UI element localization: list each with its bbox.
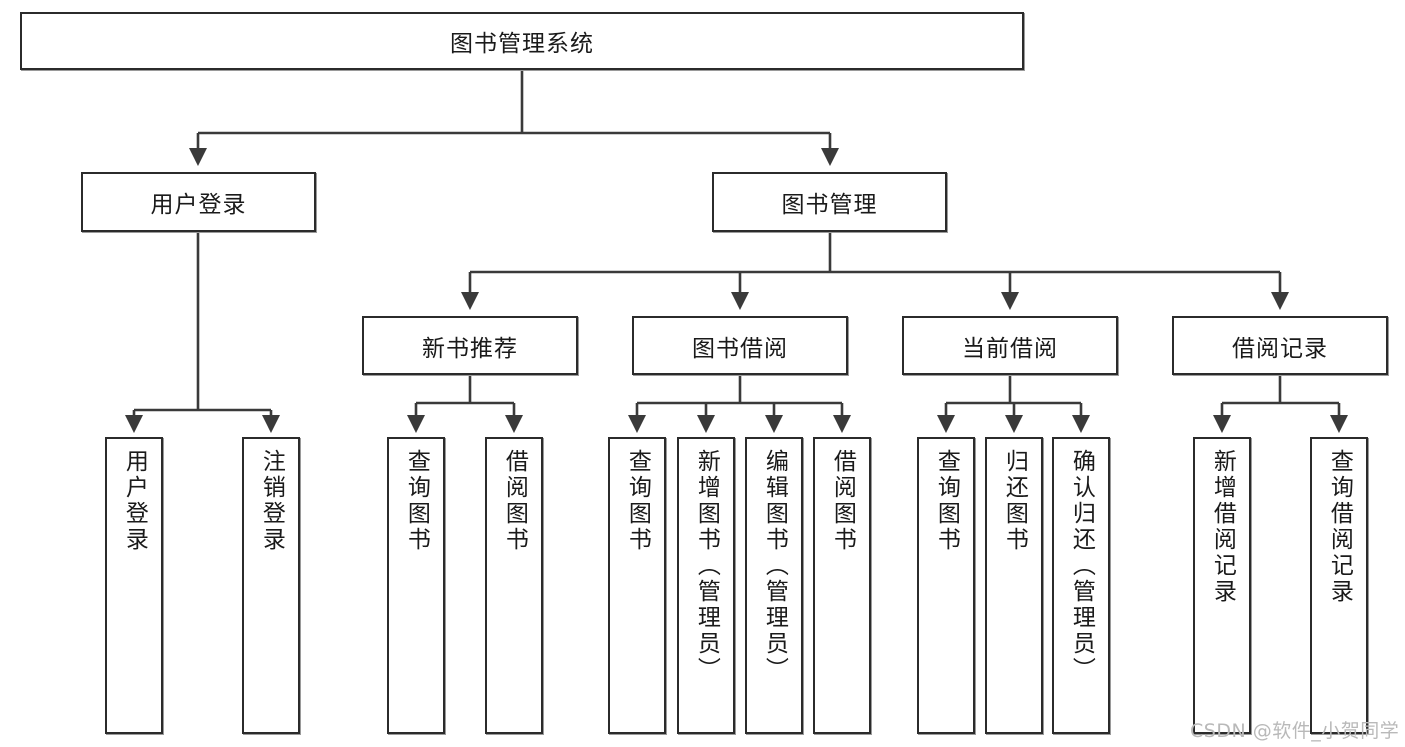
node-user-login-label: 用户登录 (150, 192, 247, 218)
node-book-borrow[interactable]: 图书借阅 (632, 316, 848, 375)
leaf-current-return-book[interactable]: 归还图书 (985, 437, 1043, 734)
node-new-book-recommend-label: 新书推荐 (422, 335, 518, 362)
node-current-borrow-label: 当前借阅 (962, 335, 1058, 362)
node-borrow-record[interactable]: 借阅记录 (1172, 316, 1388, 375)
leaf-current-query-book[interactable]: 查询图书 (917, 437, 975, 734)
node-current-borrow[interactable]: 当前借阅 (902, 316, 1118, 375)
node-book-borrow-label: 图书借阅 (692, 335, 788, 362)
leaf-borrow-query-book[interactable]: 查询图书 (608, 437, 666, 734)
leaf-borrow-add-book[interactable]: 新增图书（管理员） (677, 437, 735, 734)
leaf-record-query-record-label: 查询借阅记录 (1326, 449, 1353, 605)
leaf-recommend-query-book[interactable]: 查询图书 (387, 437, 445, 734)
leaf-current-confirm-return[interactable]: 确认归还（管理员） (1052, 437, 1110, 734)
leaf-borrow-query-book-label: 查询图书 (624, 449, 651, 553)
leaf-borrow-add-book-label: 新增图书（管理员） (693, 449, 720, 683)
node-book-management-label: 图书管理 (781, 192, 878, 218)
leaf-user-login-login[interactable]: 用户登录 (105, 437, 163, 734)
leaf-borrow-edit-book-label: 编辑图书（管理员） (761, 449, 788, 683)
leaf-user-login-logout-label: 注销登录 (258, 449, 285, 553)
leaf-user-login-login-label: 用户登录 (121, 449, 148, 553)
node-book-management[interactable]: 图书管理 (712, 172, 947, 232)
leaf-borrow-borrow-book[interactable]: 借阅图书 (813, 437, 871, 734)
node-user-login[interactable]: 用户登录 (81, 172, 316, 232)
leaf-current-return-book-label: 归还图书 (1001, 449, 1028, 553)
leaf-record-add-record-label: 新增借阅记录 (1209, 449, 1236, 605)
csdn-watermark: CSDN @软件_小贺同学 (1190, 720, 1400, 742)
leaf-borrow-edit-book[interactable]: 编辑图书（管理员） (745, 437, 803, 734)
leaf-user-login-logout[interactable]: 注销登录 (242, 437, 300, 734)
leaf-borrow-borrow-book-label: 借阅图书 (829, 449, 856, 553)
node-new-book-recommend[interactable]: 新书推荐 (362, 316, 578, 375)
leaf-recommend-borrow-book-label: 借阅图书 (501, 449, 528, 553)
node-root[interactable]: 图书管理系统 (20, 12, 1024, 70)
leaf-current-query-book-label: 查询图书 (933, 449, 960, 553)
leaf-record-query-record[interactable]: 查询借阅记录 (1310, 437, 1368, 734)
leaf-recommend-query-book-label: 查询图书 (403, 449, 430, 553)
leaf-record-add-record[interactable]: 新增借阅记录 (1193, 437, 1251, 734)
leaf-current-confirm-return-label: 确认归还（管理员） (1068, 449, 1095, 683)
node-borrow-record-label: 借阅记录 (1232, 335, 1328, 362)
node-root-label: 图书管理系统 (450, 31, 594, 57)
leaf-recommend-borrow-book[interactable]: 借阅图书 (485, 437, 543, 734)
